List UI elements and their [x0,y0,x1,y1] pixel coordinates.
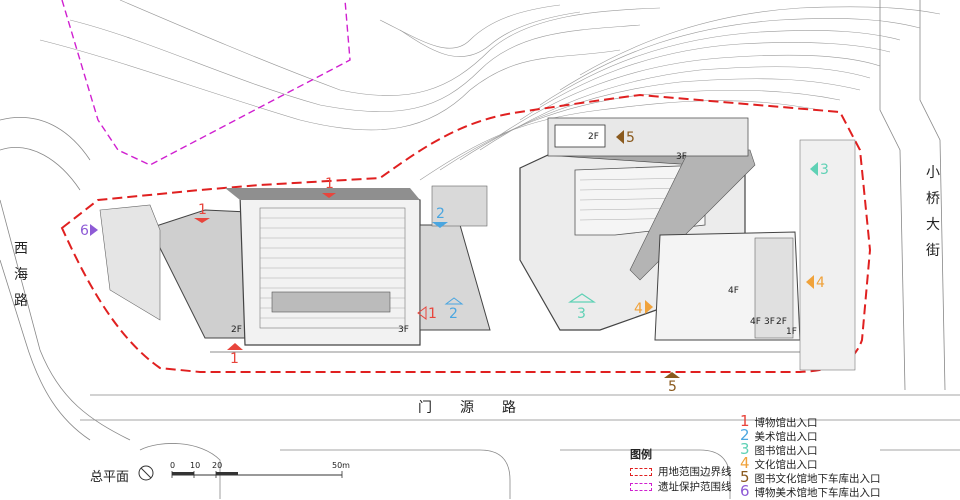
entrance-label: 图书馆出入口 [754,445,818,457]
svg-text:5: 5 [668,379,677,395]
entrance-number: 6 [740,482,750,500]
scale-tick: 20 [212,461,222,470]
svg-text:4: 4 [634,301,643,317]
library-complex [519,117,856,371]
scale-tick: 10 [190,461,200,470]
legend-item-site-boundary: 用地范围边界线 [630,464,732,479]
road-label-west: 西海路 [14,241,28,309]
entrance-5-south-marker: 5 [664,372,680,395]
floor-label: 4F [728,286,739,296]
legend-title: 图例 [630,448,652,461]
legend-label: 用地范围边界线 [658,466,732,478]
svg-text:5: 5 [626,130,635,146]
entrance-label: 博物馆出入口 [754,417,818,429]
entrance-label: 文化馆出入口 [754,459,818,471]
heritage-boundary [61,0,351,166]
entrance-number: 1 [740,412,750,430]
svg-text:1: 1 [230,351,239,367]
entrance-item: 4 文化馆出入口 [740,456,818,472]
legend-swatch [630,467,652,476]
svg-text:3: 3 [577,306,586,322]
svg-text:3: 3 [820,162,829,178]
floor-label: 4F [750,317,761,327]
entrance-item: 6 博物美术馆地下车库出入口 [740,484,881,500]
north-arrow-icon [138,465,154,481]
floor-label: 3F [676,152,687,162]
legend-item-heritage-boundary: 遗址保护范围线 [630,479,732,494]
entrance-number: 5 [740,468,750,486]
svg-text:1: 1 [428,306,437,322]
scale-tick: 0 [170,461,175,470]
entrance-3-east-marker: 3 [810,162,829,178]
floor-label: 3F [398,325,409,335]
svg-text:2: 2 [436,206,445,222]
floor-labels: 2F 3F 2F 3F 4F 4F 3F 2F 1F [231,132,797,337]
entrance-item: 1 博物馆出入口 [740,414,818,430]
entrance-2-north-marker: 2 [432,206,448,228]
entrance-item: 5 图书文化馆地下车库出入口 [740,470,881,486]
svg-text:6: 6 [80,223,89,239]
entrance-6-marker: 6 [80,223,98,239]
road-label-south: 门源路 [418,400,544,416]
site-boundary [60,93,872,373]
entrance-1-west-marker: 1 [194,202,210,223]
legend-label: 遗址保护范围线 [658,481,732,493]
svg-text:4: 4 [816,275,825,291]
svg-text:1: 1 [198,202,207,218]
scale-bar: 0 10 20 50m [170,461,350,478]
svg-text:1: 1 [325,176,334,192]
scale-tick: 50m [332,461,350,470]
entrance-item: 2 美术馆出入口 [740,428,818,444]
plan-title: 总平面 [90,470,130,485]
entrance-label: 美术馆出入口 [754,431,818,443]
road-label-east: 小桥大街 [926,165,940,259]
entrance-markers: 1 1 1 1 2 2 3 3 [80,130,829,395]
entrance-1-east-marker: 1 [417,306,437,322]
entrance-1-north-marker: 1 [322,176,336,198]
entrance-number: 4 [740,454,750,472]
floor-label: 2F [231,325,242,335]
entrance-label: 博物美术馆地下车库出入口 [754,487,881,499]
entrance-3-south-marker: 3 [568,293,596,322]
entrance-4-west-marker: 4 [634,300,653,317]
entrance-number: 2 [740,426,750,444]
entrance-item: 3 图书馆出入口 [740,442,818,458]
floor-label: 1F [786,327,797,337]
entrance-4-east-marker: 4 [806,275,825,291]
entrance-number: 3 [740,440,750,458]
legend-swatch [630,482,652,491]
floor-label: 2F [776,317,787,327]
entrance-2-south-marker: 2 [444,297,464,322]
entrance-5-north-marker: 5 [616,130,635,146]
museum-complex [99,185,491,346]
entrance-1-south-marker: 1 [227,343,243,367]
floor-label: 2F [588,132,599,142]
svg-text:2: 2 [449,306,458,322]
entrance-label: 图书文化馆地下车库出入口 [754,473,881,485]
floor-label: 3F [764,317,775,327]
